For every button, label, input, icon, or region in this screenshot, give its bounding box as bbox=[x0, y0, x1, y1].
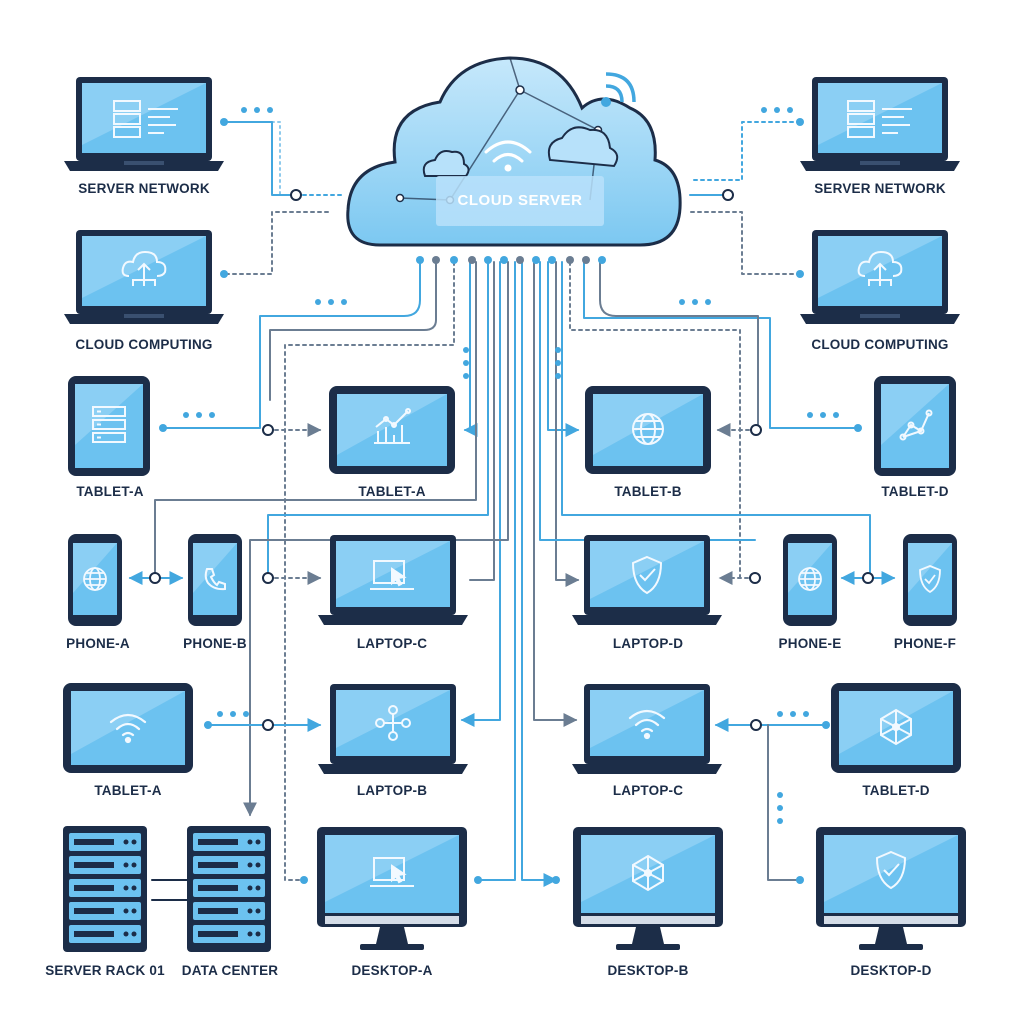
label-laptop-c-left: LAPTOP-C bbox=[356, 636, 428, 651]
device-desktop-a[interactable] bbox=[316, 826, 468, 954]
device-data-center[interactable] bbox=[186, 825, 272, 953]
tablet-frame bbox=[63, 683, 193, 773]
label-server-rack-01: SERVER RACK 01 bbox=[45, 963, 165, 978]
shield-check-icon bbox=[873, 850, 909, 895]
device-tablet-a-left[interactable] bbox=[67, 375, 151, 477]
phone-frame bbox=[903, 534, 957, 626]
device-phone-a[interactable] bbox=[67, 533, 123, 627]
label-phone-f: PHONE-F bbox=[893, 636, 957, 651]
device-laptop-server-network-left[interactable] bbox=[64, 75, 224, 175]
label-cloud-computing-right: CLOUD COMPUTING bbox=[811, 337, 949, 352]
label-server-network-right: SERVER NETWORK bbox=[814, 181, 946, 196]
label-desktop-b: DESKTOP-B bbox=[607, 963, 689, 978]
cloud-upload-icon bbox=[855, 248, 905, 299]
mesh-network-icon bbox=[876, 706, 916, 753]
laptop-frame bbox=[572, 535, 722, 625]
label-tablet-a-center: TABLET-A bbox=[358, 484, 426, 499]
label-desktop-a: DESKTOP-A bbox=[351, 963, 433, 978]
label-tablet-a-bottom: TABLET-A bbox=[94, 783, 162, 798]
phone-call-icon bbox=[202, 566, 228, 597]
desktop-frame bbox=[816, 827, 966, 950]
label-data-center: DATA CENTER bbox=[181, 963, 279, 978]
label-phone-a: PHONE-A bbox=[66, 636, 130, 651]
server-rack-icon bbox=[846, 99, 916, 144]
rack-frame bbox=[187, 826, 271, 952]
label-phone-b: PHONE-B bbox=[183, 636, 247, 651]
device-tablet-a-center[interactable] bbox=[328, 385, 456, 475]
cloud-wifi-signal-icon bbox=[598, 60, 648, 115]
cloud-server-label-box: CLOUD SERVER bbox=[436, 176, 604, 226]
label-desktop-d: DESKTOP-D bbox=[850, 963, 932, 978]
device-laptop-c-right[interactable] bbox=[572, 682, 722, 777]
rack-frame bbox=[63, 826, 147, 952]
shield-check-icon bbox=[917, 564, 943, 599]
device-phone-e[interactable] bbox=[782, 533, 838, 627]
phone-frame bbox=[68, 534, 122, 626]
network-graph-icon bbox=[897, 405, 933, 450]
line-chart-icon bbox=[370, 407, 414, 452]
globe-icon bbox=[630, 411, 666, 452]
label-laptop-b: LAPTOP-B bbox=[356, 783, 428, 798]
label-tablet-b: TABLET-B bbox=[614, 484, 682, 499]
label-tablet-d-top: TABLET-D bbox=[881, 484, 949, 499]
wifi-icon bbox=[627, 706, 667, 745]
device-laptop-cloud-computing-left[interactable] bbox=[64, 228, 224, 328]
cloud-server-label: CLOUD SERVER bbox=[457, 192, 583, 209]
device-tablet-b[interactable] bbox=[584, 385, 712, 475]
device-laptop-server-network-right[interactable] bbox=[800, 75, 960, 175]
device-laptop-cloud-computing-right[interactable] bbox=[800, 228, 960, 328]
globe-icon bbox=[797, 566, 823, 597]
laptop-frame bbox=[800, 77, 960, 171]
device-phone-b[interactable] bbox=[187, 533, 243, 627]
tablet-frame bbox=[874, 376, 956, 476]
phone-frame bbox=[188, 534, 242, 626]
label-server-network-left: SERVER NETWORK bbox=[78, 181, 210, 196]
cursor-window-icon bbox=[368, 557, 418, 598]
node-link-icon bbox=[370, 700, 416, 751]
device-laptop-b[interactable] bbox=[318, 682, 468, 777]
label-tablet-a-left: TABLET-A bbox=[76, 484, 144, 499]
cloud-upload-icon bbox=[119, 248, 169, 299]
device-phone-f[interactable] bbox=[902, 533, 958, 627]
wifi-icon bbox=[108, 710, 148, 749]
label-cloud-computing-left: CLOUD COMPUTING bbox=[75, 337, 213, 352]
server-rack-icon bbox=[112, 99, 182, 144]
server-list-icon bbox=[91, 405, 127, 450]
globe-icon bbox=[82, 566, 108, 597]
cursor-window-icon bbox=[368, 854, 418, 895]
label-phone-e: PHONE-E bbox=[778, 636, 842, 651]
device-tablet-a-bottom[interactable] bbox=[62, 682, 194, 774]
device-laptop-d[interactable] bbox=[572, 533, 722, 628]
shield-check-icon bbox=[629, 555, 665, 600]
label-laptop-c-right: LAPTOP-C bbox=[612, 783, 684, 798]
label-tablet-d-bottom: TABLET-D bbox=[862, 783, 930, 798]
device-tablet-d-bottom[interactable] bbox=[830, 682, 962, 774]
mesh-network-icon bbox=[628, 852, 668, 899]
device-server-rack-01[interactable] bbox=[62, 825, 148, 953]
device-desktop-d[interactable] bbox=[815, 826, 967, 954]
laptop-frame bbox=[572, 684, 722, 774]
device-tablet-d-top[interactable] bbox=[873, 375, 957, 477]
device-desktop-b[interactable] bbox=[572, 826, 724, 954]
label-laptop-d: LAPTOP-D bbox=[612, 636, 684, 651]
device-laptop-c-left[interactable] bbox=[318, 533, 468, 628]
